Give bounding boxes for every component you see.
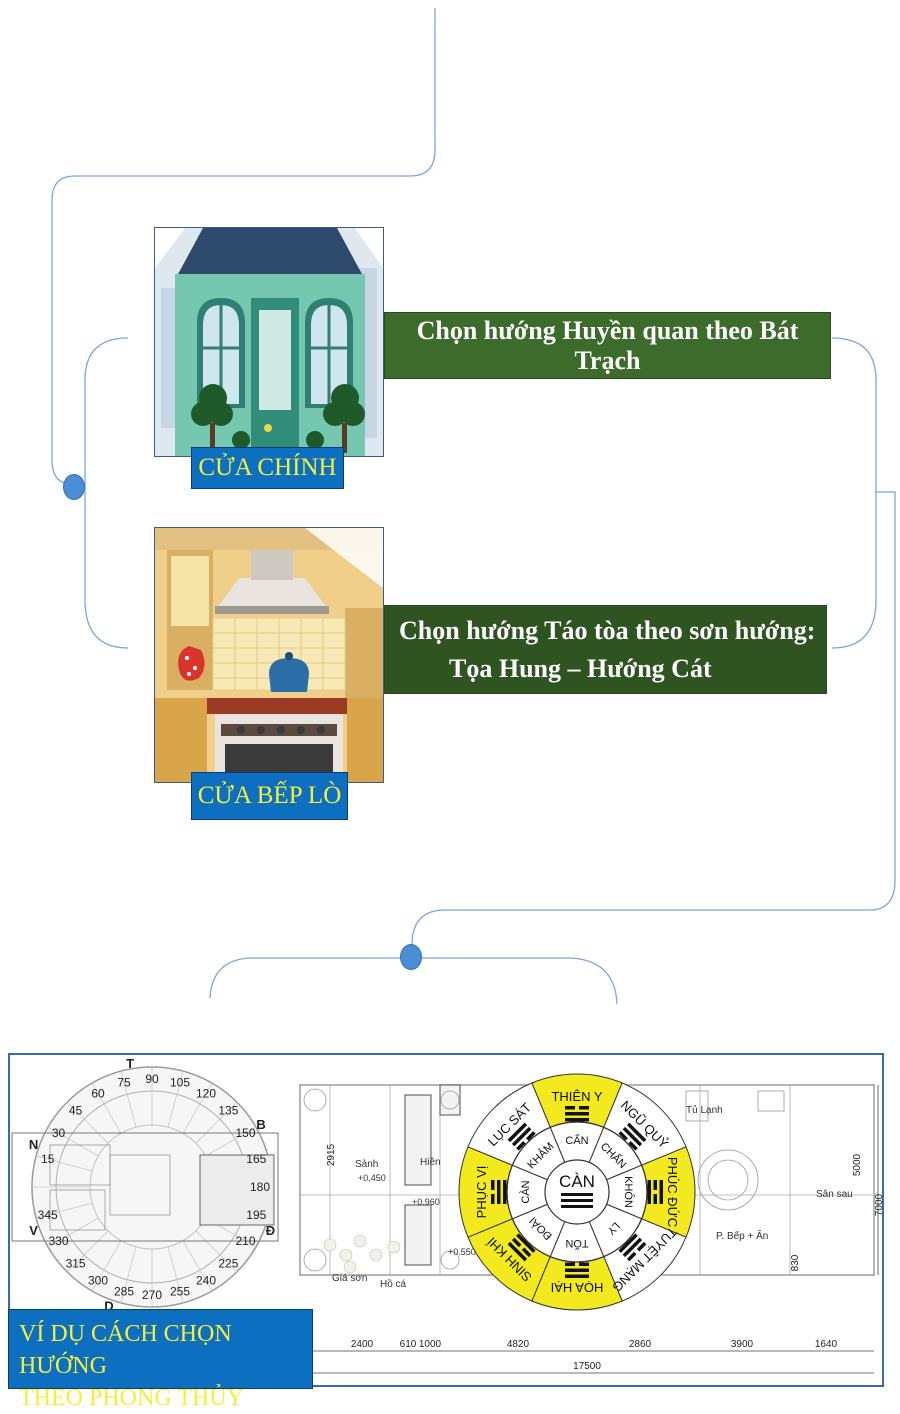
main-door-illustration bbox=[154, 227, 384, 457]
floorplan-room-label: Sảnh bbox=[355, 1159, 378, 1170]
compass-letter: B bbox=[256, 1117, 265, 1132]
trigram-symbol bbox=[565, 1262, 589, 1278]
example-caption-line1: VÍ DỤ CÁCH CHỌN HƯỚNG bbox=[19, 1321, 232, 1379]
wheel-center-label: CÀN bbox=[559, 1172, 595, 1191]
floorplan-room-label: Hồ cá bbox=[380, 1278, 407, 1290]
dimension-label: 4820 bbox=[507, 1339, 530, 1350]
compass-degree-270: 270 bbox=[142, 1288, 162, 1302]
kitchen-stove-illustration bbox=[154, 527, 384, 783]
compass-letter: D bbox=[104, 1298, 113, 1313]
wheel-outer-label: THIÊN Y bbox=[551, 1089, 602, 1104]
dimension-misc: 2915 bbox=[326, 1143, 337, 1166]
kitchen-stove-tag: CỬA BẾP LÒ bbox=[191, 772, 348, 820]
trigram-symbol bbox=[618, 1122, 647, 1151]
kitchen-direction-box: Chọn hướng Táo tòa theo sơn hướng: Tọa H… bbox=[384, 605, 827, 694]
compass-degree-165: 165 bbox=[246, 1152, 266, 1166]
main-door-direction-box: Chọn hướng Huyền quan theo Bát Trạch bbox=[384, 312, 831, 379]
kitchen-direction-title-line1: Chọn hướng Táo tòa theo sơn hướng: bbox=[399, 615, 816, 645]
dimension-label: 2860 bbox=[629, 1339, 652, 1350]
trigram-symbol bbox=[507, 1233, 536, 1262]
floorplan-level-label: +0.960 bbox=[412, 1197, 440, 1207]
floorplan-room-label: Giá sơn bbox=[332, 1273, 367, 1284]
compass-degree-315: 315 bbox=[66, 1256, 86, 1270]
wheel-inner-label: CÀN bbox=[519, 1180, 532, 1203]
compass-degree-300: 300 bbox=[88, 1274, 108, 1288]
wheel-inner-label: KHÔN bbox=[622, 1176, 635, 1208]
example-caption-box: VÍ DỤ CÁCH CHỌN HƯỚNG THEO PHONG THỦY bbox=[8, 1309, 313, 1411]
compass-degree-180: 180 bbox=[250, 1180, 270, 1194]
dimension-label: 3900 bbox=[731, 1339, 754, 1350]
floorplan-room-label: Sân sau bbox=[816, 1189, 853, 1200]
floorplan-level-label: +0.550 bbox=[448, 1247, 476, 1257]
compass-degree-105: 105 bbox=[170, 1076, 190, 1090]
compass-degree-195: 195 bbox=[246, 1208, 266, 1222]
kitchen-direction-title-line2: Tọa Hung – Hướng Cát bbox=[449, 653, 712, 683]
wheel-outer-label: HỌA HẠI bbox=[551, 1280, 604, 1295]
trigram-symbol bbox=[491, 1180, 507, 1204]
compass-degree-330: 330 bbox=[48, 1234, 68, 1248]
compass-degree-285: 285 bbox=[114, 1284, 134, 1298]
compass-letter: V bbox=[29, 1223, 38, 1238]
compass-letter: T bbox=[126, 1056, 134, 1071]
compass-degree-30: 30 bbox=[52, 1126, 66, 1140]
compass-letter: N bbox=[29, 1137, 38, 1152]
compass-degree-120: 120 bbox=[196, 1087, 216, 1101]
wheel-outer-label: PHỤC VỊ bbox=[474, 1166, 489, 1219]
floorplan-room-label: Tủ Lạnh bbox=[686, 1104, 723, 1116]
trigram-symbol bbox=[647, 1180, 663, 1204]
connector-node-top bbox=[63, 474, 85, 500]
trigram-symbol bbox=[618, 1233, 647, 1262]
trigram-symbol bbox=[507, 1122, 536, 1151]
floorplan-room-label: P. Bếp + Ăn bbox=[716, 1229, 768, 1242]
compass-letter: Đ bbox=[266, 1223, 275, 1238]
dimension-side: 5000 bbox=[852, 1153, 863, 1176]
compass-degree-255: 255 bbox=[170, 1284, 190, 1298]
wheel-outer-label: PHÚC ĐỨC bbox=[665, 1157, 680, 1227]
compass-degree-90: 90 bbox=[145, 1072, 159, 1086]
main-door-direction-title: Chọn hướng Huyền quan theo Bát Trạch bbox=[416, 315, 799, 375]
compass-degree-225: 225 bbox=[218, 1256, 238, 1270]
floorplan-room-label: Hiên bbox=[420, 1157, 441, 1168]
compass-degree-15: 15 bbox=[41, 1152, 55, 1166]
compass-degree-210: 210 bbox=[235, 1234, 255, 1248]
connector-node-bottom bbox=[400, 944, 422, 970]
compass-degree-150: 150 bbox=[235, 1126, 255, 1140]
compass-degree-135: 135 bbox=[218, 1104, 238, 1118]
dimension-misc: 830 bbox=[790, 1254, 801, 1271]
compass-degree-45: 45 bbox=[69, 1104, 83, 1118]
main-door-tag: CỬA CHÍNH bbox=[191, 447, 344, 489]
compass-degree-345: 345 bbox=[38, 1208, 58, 1222]
wheel-inner-label: CẤN bbox=[565, 1134, 588, 1147]
example-caption-line2: THEO PHONG THỦY bbox=[19, 1385, 244, 1411]
floorplan-level-label: +0.450 bbox=[358, 1173, 386, 1183]
compass-degree-60: 60 bbox=[91, 1087, 105, 1101]
dimension-label: 610 bbox=[400, 1339, 417, 1350]
dimension-total: 17500 bbox=[573, 1361, 601, 1372]
dimension-label: 2400 bbox=[351, 1339, 374, 1350]
compass-degree-75: 75 bbox=[117, 1076, 131, 1090]
dimension-label: 1000 bbox=[419, 1339, 442, 1350]
dimension-label: 1640 bbox=[815, 1339, 838, 1350]
compass-degree-240: 240 bbox=[196, 1274, 216, 1288]
dimension-side: 7000 bbox=[874, 1193, 884, 1216]
wheel-inner-label: TỐN bbox=[565, 1237, 588, 1251]
trigram-symbol bbox=[565, 1106, 589, 1122]
